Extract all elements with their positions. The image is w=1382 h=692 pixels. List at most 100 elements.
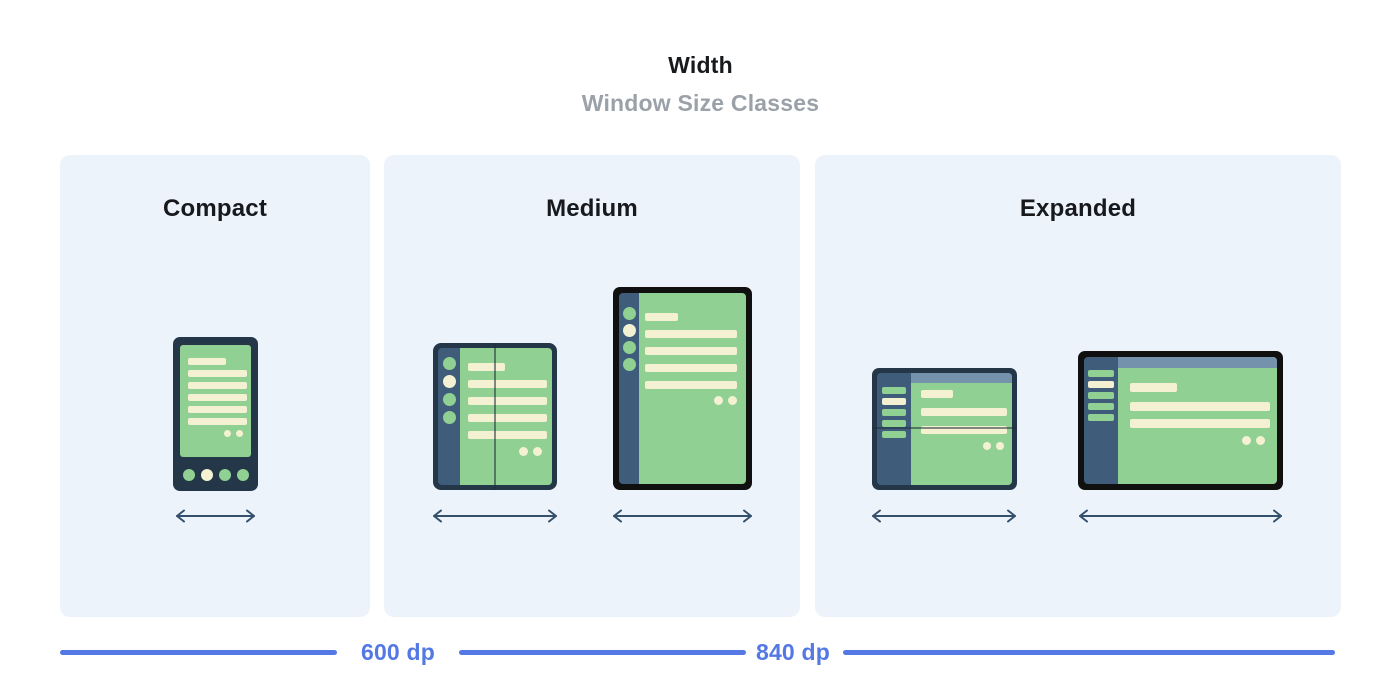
text-line-placeholder: [468, 397, 547, 405]
width-arrow-icon: [1079, 509, 1282, 523]
nav-rail-item: [1088, 370, 1114, 377]
nav-rail-dot: [442, 357, 456, 370]
text-line-placeholder: [1130, 402, 1270, 411]
text-line-placeholder: [468, 431, 547, 439]
breakpoint-840dp-label: 840 dp: [755, 639, 831, 665]
nav-rail-item: [882, 387, 906, 394]
text-line-placeholder: [468, 380, 547, 388]
content-area: [1118, 357, 1277, 484]
action-dot: [714, 396, 723, 405]
nav-rail: [619, 293, 639, 484]
breakpoint-axis-segment: [60, 650, 337, 655]
action-dot: [983, 442, 991, 450]
panel-expanded: Expanded: [815, 155, 1341, 617]
nav-dot: [236, 469, 249, 481]
width-arrow-icon: [176, 509, 255, 523]
action-dot: [236, 430, 243, 437]
phone-screen: [180, 345, 251, 457]
content-area: [911, 373, 1012, 485]
nav-dot: [200, 469, 213, 481]
nav-rail-item: [882, 409, 906, 416]
nav-rail-item: [882, 420, 906, 427]
width-arrow-icon: [872, 509, 1016, 523]
content-lines: [460, 348, 552, 456]
panel-expanded-title: Expanded: [1019, 195, 1137, 222]
text-line-placeholder: [1130, 383, 1177, 392]
device-screen: [438, 348, 552, 485]
nav-dot: [218, 469, 231, 481]
nav-rail-dot: [622, 341, 636, 354]
action-dot: [533, 447, 542, 456]
action-dot: [996, 442, 1004, 450]
breakpoint-600dp-label: 600 dp: [360, 639, 436, 665]
nav-rail-item: [1088, 392, 1114, 399]
nav-rail-dot: [442, 375, 456, 388]
nav-dot: [182, 469, 195, 481]
device-screen: [619, 293, 746, 484]
text-line-placeholder: [645, 381, 737, 389]
action-dot: [728, 396, 737, 405]
phone-navbar: [173, 469, 258, 481]
action-dots: [645, 396, 746, 405]
foldable-portrait-illustration: [433, 343, 557, 490]
content-area: [639, 293, 746, 484]
nav-rail-item: [882, 398, 906, 405]
panel-medium-title: Medium: [546, 195, 638, 222]
content-lines: [1118, 368, 1277, 445]
nav-rail-dot: [622, 307, 636, 320]
text-line-placeholder: [188, 382, 247, 389]
width-arrow-icon: [613, 509, 752, 523]
panel-medium: Medium: [384, 155, 800, 617]
text-line-placeholder: [188, 370, 247, 377]
text-line-placeholder: [921, 426, 1007, 434]
text-line-placeholder: [188, 418, 247, 425]
nav-rail-dot: [622, 324, 636, 337]
text-line-placeholder: [188, 406, 247, 413]
nav-rail-item: [882, 431, 906, 438]
diagram-header: Width Window Size Classes: [60, 52, 1341, 117]
action-dot: [519, 447, 528, 456]
text-line-placeholder: [188, 394, 247, 401]
fold-line: [872, 427, 1017, 429]
panel-compact-title: Compact: [162, 195, 268, 222]
nav-rail-item: [1088, 381, 1114, 388]
nav-rail-item: [1088, 414, 1114, 421]
app-top-bar: [911, 373, 1012, 383]
content-lines: [911, 383, 1012, 450]
device-screen: [1084, 357, 1277, 484]
text-line-placeholder: [921, 408, 1007, 416]
text-line-placeholder: [1130, 419, 1270, 428]
text-line-placeholder: [645, 364, 737, 372]
content-area: [460, 348, 552, 485]
text-line-placeholder: [921, 390, 953, 398]
nav-rail: [877, 373, 911, 485]
phone-illustration: [173, 337, 258, 491]
tablet-portrait-illustration: [613, 287, 752, 490]
nav-rail-dot: [442, 411, 456, 424]
nav-rail: [1084, 357, 1118, 484]
diagram-title: Width: [668, 52, 733, 78]
action-dots: [1130, 436, 1277, 445]
fold-line: [494, 343, 496, 490]
nav-rail: [438, 348, 460, 485]
action-dot: [224, 430, 231, 437]
breakpoint-axis-segment: [459, 650, 746, 655]
text-line-placeholder: [645, 313, 678, 321]
width-arrow-icon: [433, 509, 557, 523]
device-screen: [877, 373, 1012, 485]
text-line-placeholder: [188, 358, 226, 365]
foldable-landscape-illustration: [872, 368, 1017, 490]
action-dots: [188, 430, 247, 437]
action-dot: [1256, 436, 1265, 445]
tablet-landscape-illustration: [1078, 351, 1283, 490]
action-dot: [1242, 436, 1251, 445]
action-dots: [468, 447, 552, 456]
text-line-placeholder: [468, 363, 505, 371]
text-line-placeholder: [645, 347, 737, 355]
breakpoint-axis-segment: [843, 650, 1335, 655]
content-lines: [639, 293, 746, 405]
diagram-subtitle: Window Size Classes: [581, 90, 820, 116]
nav-rail-item: [1088, 403, 1114, 410]
text-line-placeholder: [468, 414, 547, 422]
